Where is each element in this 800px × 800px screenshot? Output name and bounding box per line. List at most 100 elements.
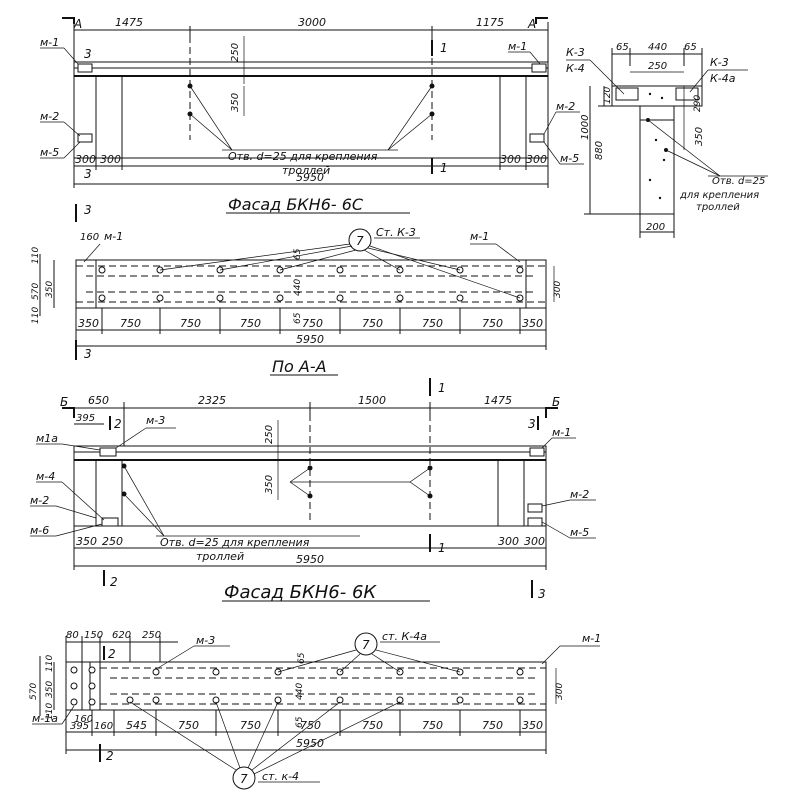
- label-k3-right: К-3: [710, 56, 729, 69]
- dim-300: 300: [500, 153, 521, 166]
- facade-6k-view: Б Б 650 2325 1500 1475 395 250: [30, 378, 596, 603]
- dim-250: 250: [264, 425, 275, 444]
- dim-395: 395: [70, 721, 89, 732]
- hole: [216, 294, 224, 302]
- view-title-6s: Фасад БКН6- 6С: [228, 195, 364, 214]
- callout-number-top: 7: [362, 638, 370, 652]
- dim-570: 570: [29, 683, 39, 700]
- dim-750: 750: [240, 719, 261, 732]
- dim-250: 250: [230, 43, 241, 62]
- dim-300: 300: [75, 153, 96, 166]
- dim-300: 300: [553, 281, 563, 298]
- cut-mark-3: 3: [84, 47, 92, 61]
- plan-2-view: 80 150 620 250 2 2: [29, 630, 601, 790]
- label-m5-right: м-5: [570, 526, 589, 539]
- dim-350: 350: [522, 317, 543, 330]
- section-b-right-label: Б: [552, 395, 560, 409]
- dim-110: 110: [45, 655, 55, 672]
- dim-300: 300: [555, 683, 565, 700]
- label-k3: К-3: [566, 46, 585, 59]
- leader: [277, 649, 357, 673]
- dim-620: 620: [112, 630, 131, 641]
- note-holes: Отв. d=25 для крепления: [228, 150, 378, 163]
- dim-750: 750: [482, 317, 503, 330]
- overall-5950: 5950: [296, 553, 324, 566]
- section-b-left-arrow: [62, 407, 75, 418]
- cut-mark-2b: 2: [110, 575, 118, 589]
- leader: [189, 113, 233, 151]
- leader: [61, 443, 101, 451]
- hole: [88, 698, 96, 706]
- plan2-outline: [65, 661, 547, 711]
- cross-section-view: 65 440 65 250 К-3 К-4 К-3 К-4а 120: [566, 42, 768, 238]
- hole: [516, 696, 524, 704]
- leader: [63, 121, 81, 137]
- hole: [274, 696, 282, 704]
- embed-plate: [77, 133, 93, 143]
- hole: [336, 266, 344, 274]
- callout-label: Ст. К-3: [376, 226, 416, 239]
- dim-160: 160: [80, 232, 99, 243]
- embed-plate: [529, 447, 545, 457]
- leader: [541, 521, 571, 539]
- leader: [115, 427, 147, 449]
- leader: [543, 141, 561, 165]
- dim-350: 350: [522, 719, 543, 732]
- section-a-left-label: А: [73, 17, 82, 31]
- cut-mark-1: 1: [438, 381, 446, 395]
- dim-300: 300: [524, 535, 545, 548]
- leader: [409, 481, 431, 497]
- hole: [456, 294, 464, 302]
- facade-6s-view: А А 1475 3000 1175 250 350: [40, 16, 584, 214]
- dim-160: 160: [74, 714, 93, 725]
- hole: [396, 294, 404, 302]
- label-m2: м-2: [30, 494, 49, 507]
- dim-65: 65: [616, 42, 629, 53]
- leader: [665, 149, 721, 177]
- dim-350: 350: [78, 317, 99, 330]
- plan1-label-m1: м-1: [104, 230, 123, 243]
- dim-750: 750: [362, 719, 383, 732]
- leader: [589, 59, 625, 95]
- hole: [336, 696, 344, 704]
- callout-label-top: ст. К-4а: [382, 630, 427, 643]
- dim-750: 750: [482, 719, 503, 732]
- label-m2-right: м-2: [570, 488, 589, 501]
- label-m3: м-3: [196, 634, 215, 647]
- dim-200: 200: [646, 222, 665, 233]
- leader: [387, 85, 433, 151]
- dim-65: 65: [293, 312, 303, 324]
- leader: [55, 505, 97, 519]
- beam-outline: [73, 61, 549, 159]
- section-b-left-label: Б: [60, 395, 68, 409]
- leader: [63, 47, 79, 65]
- callout-label-bottom: ст. к-4: [262, 770, 299, 783]
- beam-outline: [73, 445, 547, 527]
- dim-440: 440: [295, 683, 305, 700]
- dim-300: 300: [526, 153, 547, 166]
- dim-110: 110: [31, 247, 41, 264]
- label-m5-right: м-5: [560, 152, 579, 165]
- overall-5950: 5950: [296, 171, 324, 184]
- aggregate: [648, 178, 652, 182]
- dim-1475: 1475: [115, 16, 143, 29]
- dim-880: 880: [594, 141, 605, 160]
- dim-750: 750: [422, 719, 443, 732]
- leader: [289, 467, 311, 483]
- dim-350: 350: [230, 93, 241, 112]
- dim-110: 110: [31, 307, 41, 324]
- dim-250: 250: [648, 61, 667, 72]
- dim-65: 65: [293, 248, 303, 260]
- dim-350: 350: [45, 681, 55, 698]
- hole: [152, 696, 160, 704]
- label-m1-left: м-1: [40, 36, 59, 49]
- section-b-right-arrow: [545, 407, 558, 418]
- callout-number: 7: [356, 234, 364, 248]
- plan-a-a-view: 3 3 7 Ст. К-3: [31, 203, 563, 376]
- leader: [157, 645, 195, 669]
- plan2-cut-2b: 2: [106, 749, 114, 763]
- dim-160: 160: [94, 721, 113, 732]
- embed-plate: [531, 63, 547, 73]
- dim-300: 300: [100, 153, 121, 166]
